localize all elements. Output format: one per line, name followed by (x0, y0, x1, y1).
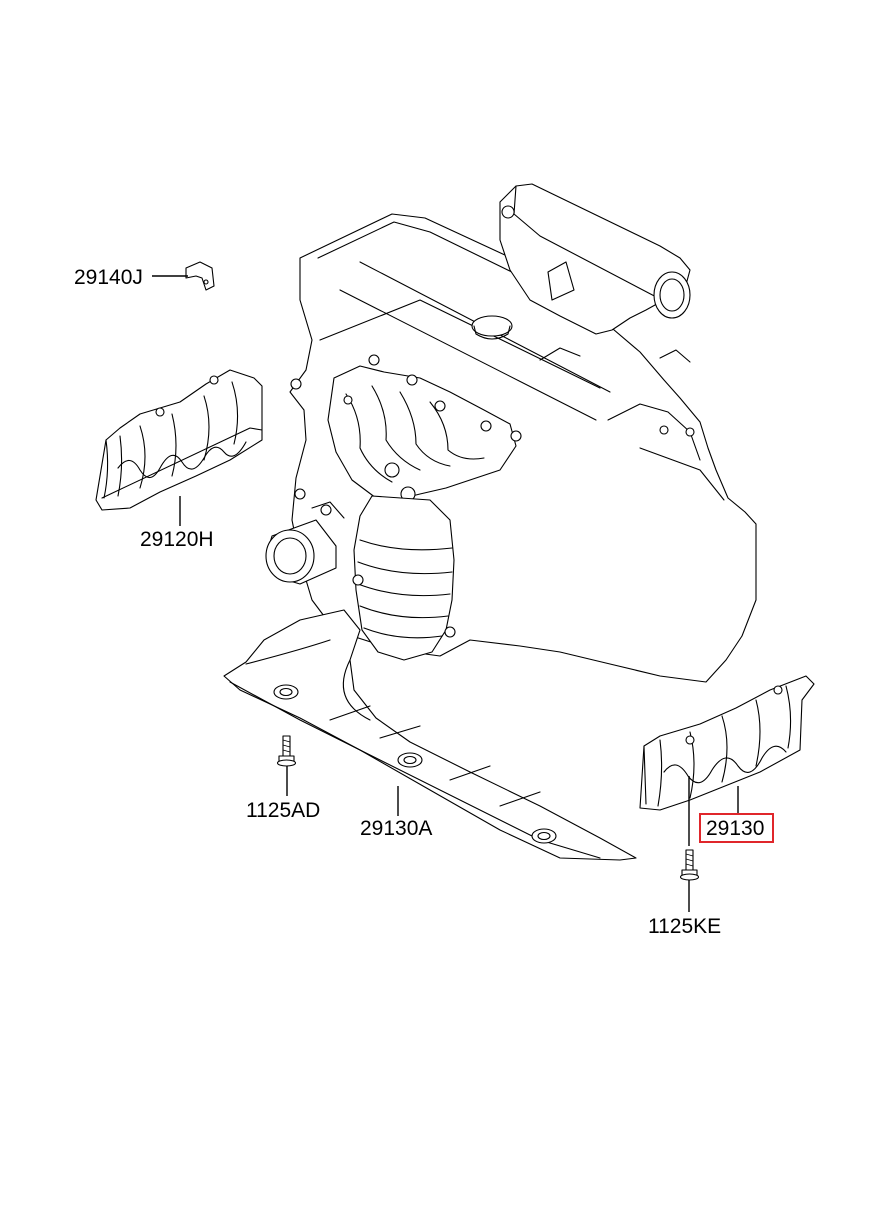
engine-assembly (265, 183, 757, 683)
under-cover-29130a (223, 609, 637, 861)
label-29130a: 29130A (360, 817, 432, 840)
label-29140j: 29140J (74, 266, 143, 289)
highlight-box-29130 (699, 813, 774, 843)
leader-lines (152, 275, 739, 912)
bracket-29140j (185, 261, 215, 291)
label-29120h: 29120H (140, 528, 214, 551)
heat-protector-29120h (95, 369, 263, 511)
oil-filter (265, 488, 345, 585)
heat-protector-29130 (639, 675, 815, 811)
label-1125ke: 1125KE (648, 915, 721, 938)
bolt-1125ke (679, 849, 700, 881)
bolt-1125ad (276, 735, 297, 767)
label-29130: 29130 (706, 817, 764, 840)
catalytic-converter (352, 495, 456, 661)
exhaust-manifold (290, 354, 522, 502)
label-1125ad: 1125AD (246, 799, 320, 822)
part-labels: 29140J 29120H 1125AD 29130A 29130 1125KE (74, 266, 774, 938)
